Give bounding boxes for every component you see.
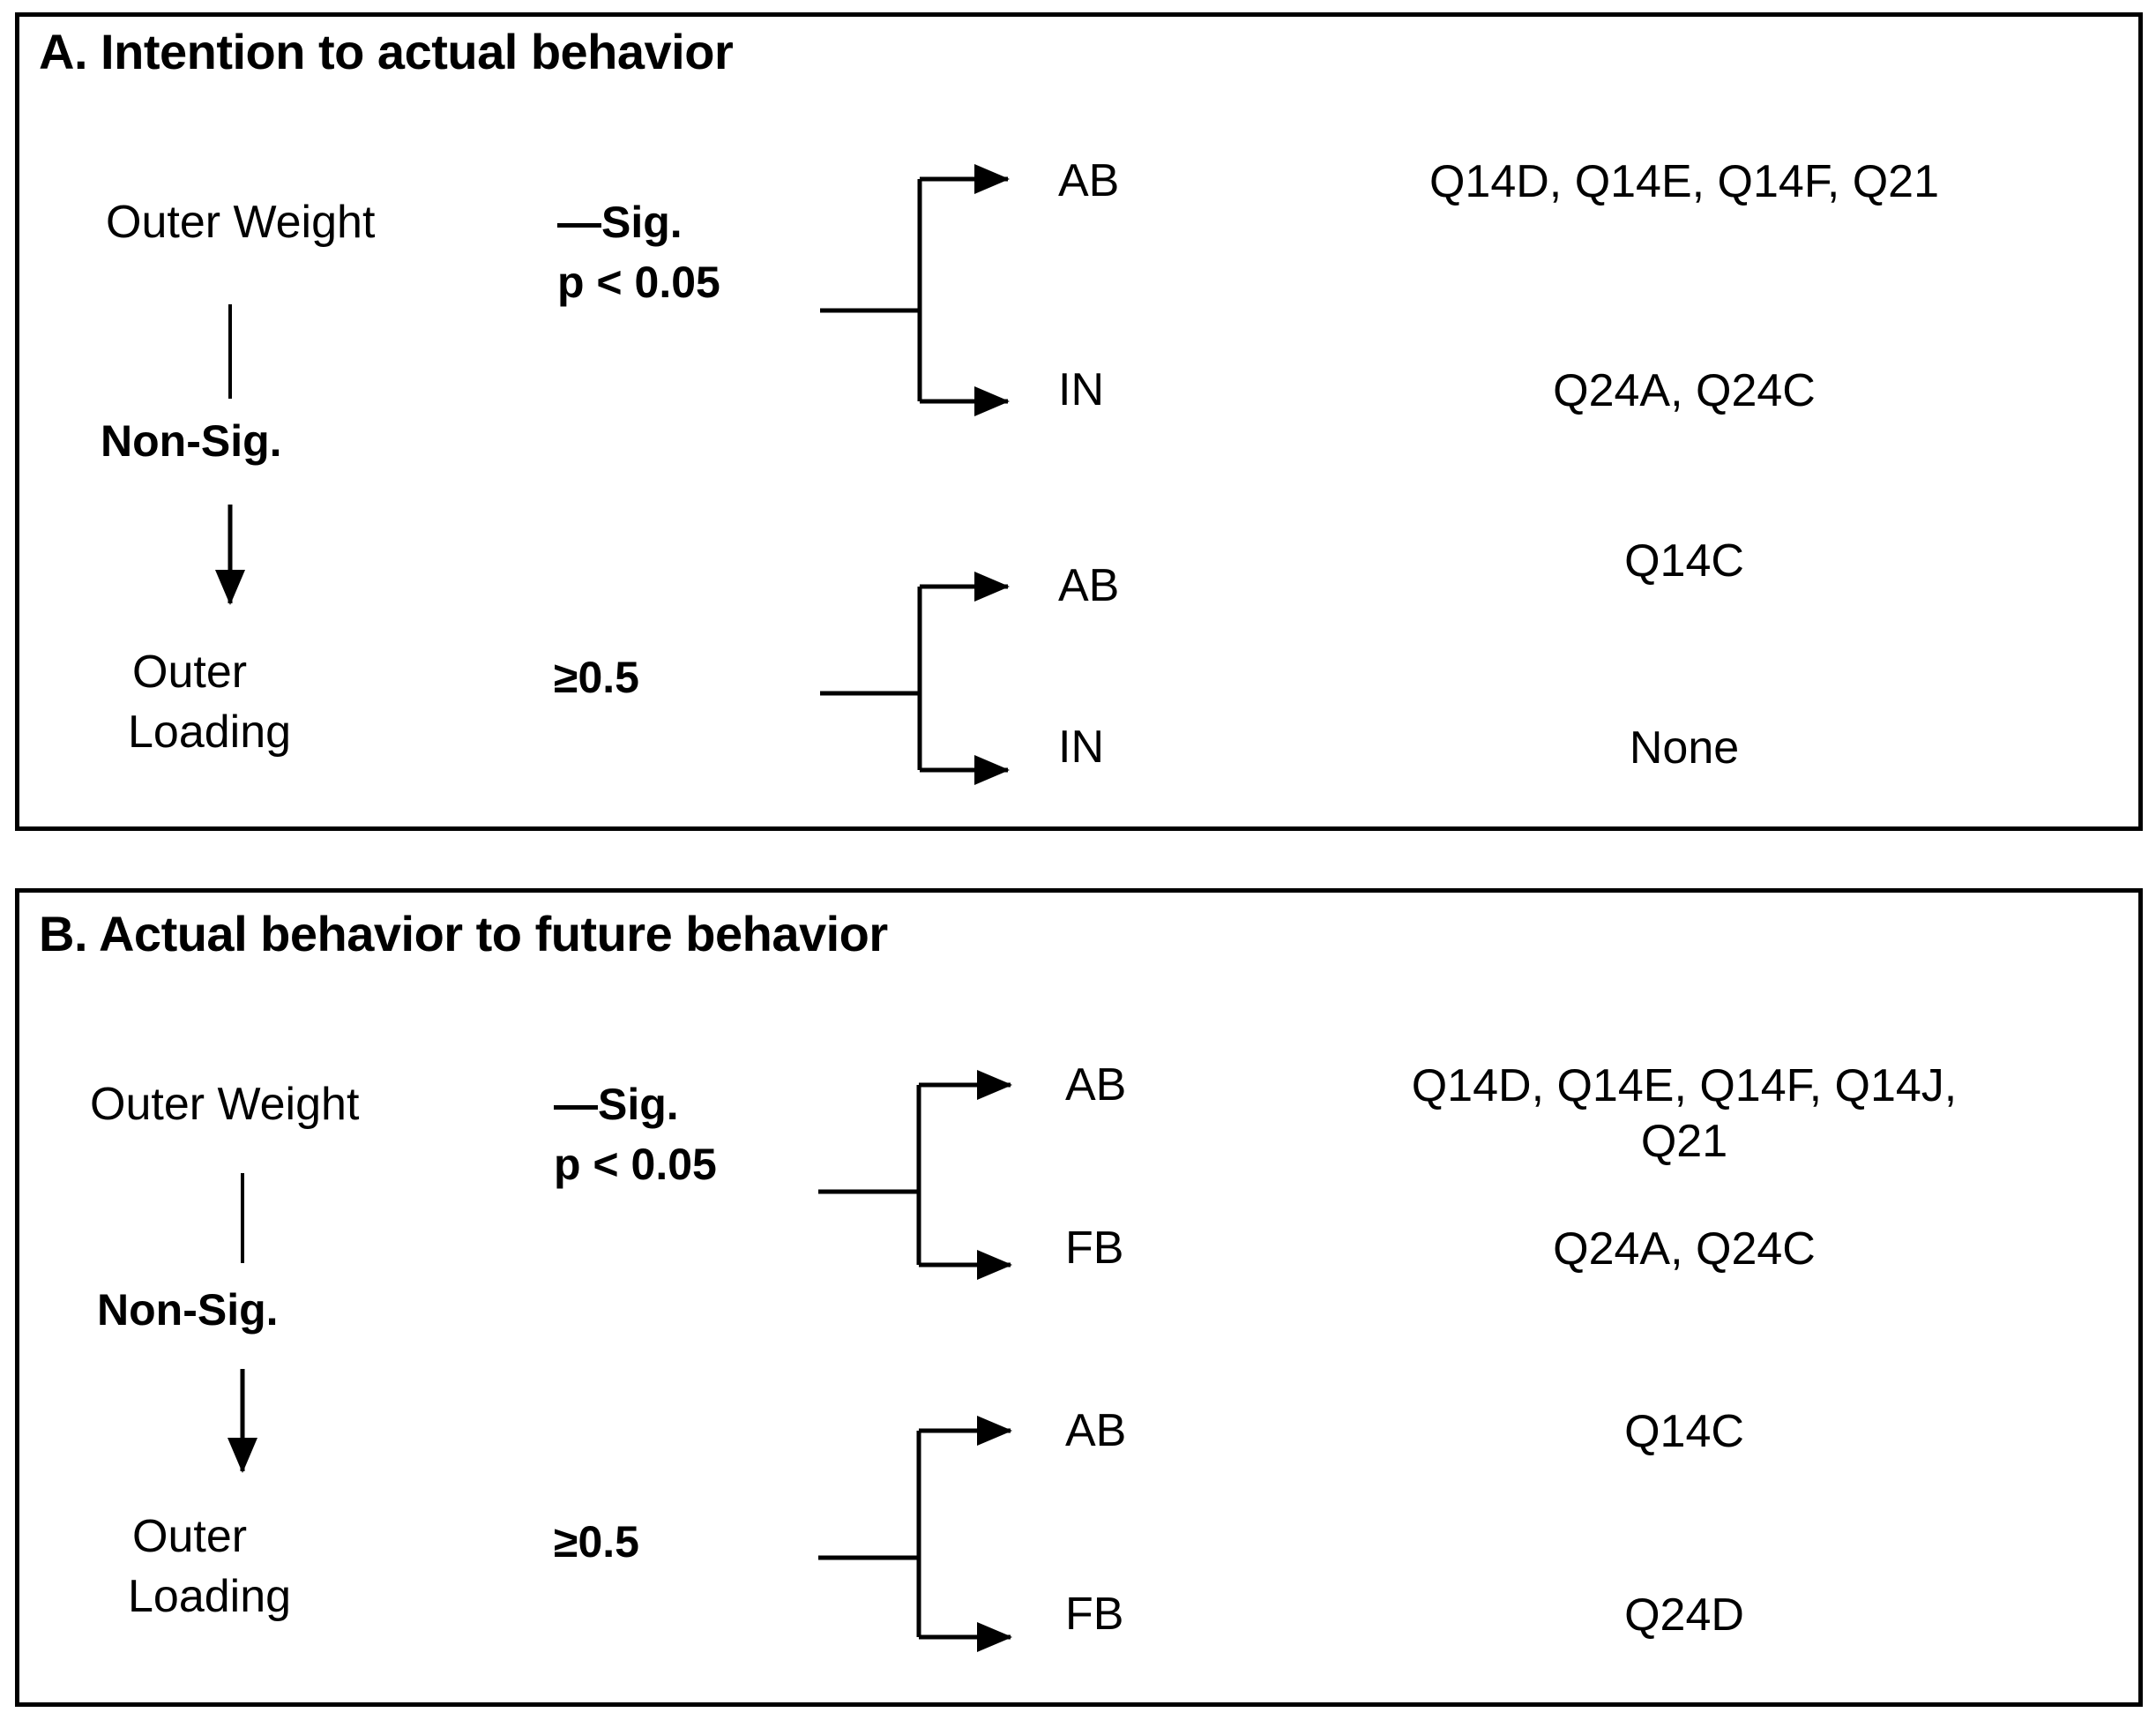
panel-a-criterion-sig-line1: —Sig. bbox=[557, 198, 683, 247]
panel-a-items-2: Q14C bbox=[1624, 535, 1744, 587]
panel-b-target-2: AB bbox=[1065, 1405, 1127, 1456]
panel-a-source-outer-weight: Outer Weight bbox=[106, 197, 376, 248]
panel-a-items-1: Q24A, Q24C bbox=[1553, 365, 1816, 416]
panel-b-source-outer-loading-line2: Loading bbox=[128, 1571, 292, 1622]
panel-a-criterion-sig-line2: p < 0.05 bbox=[557, 258, 720, 307]
panel-a-target-1: IN bbox=[1058, 364, 1104, 415]
panel-b-title: B. Actual behavior to future behavior bbox=[39, 906, 888, 961]
panel-a-source-outer-loading-line2: Loading bbox=[128, 707, 292, 758]
panel-a-source-outer-loading-line1: Outer bbox=[132, 647, 248, 698]
panel-b-source-outer-loading-line1: Outer bbox=[132, 1511, 248, 1562]
panel-b-items-3: Q24D bbox=[1624, 1589, 1744, 1641]
panel-b-branch-non-sig: Non-Sig. bbox=[97, 1285, 279, 1335]
panel-b-target-3: FB bbox=[1065, 1589, 1124, 1640]
panel-b-items-0-line1: Q14D, Q14E, Q14F, Q14J, bbox=[1411, 1060, 1958, 1111]
panel-a-items-3: None bbox=[1629, 722, 1740, 774]
panel-a-target-0: AB bbox=[1058, 155, 1120, 206]
panel-b-target-0: AB bbox=[1065, 1059, 1127, 1111]
panel-a-title: A. Intention to actual behavior bbox=[39, 24, 734, 79]
panel-a-target-3: IN bbox=[1058, 722, 1104, 773]
panel-a-container bbox=[15, 12, 2143, 831]
panel-b-criterion-sig-line2: p < 0.05 bbox=[554, 1140, 717, 1189]
panel-a-branch-non-sig: Non-Sig. bbox=[101, 416, 282, 466]
panel-b-items-2: Q14C bbox=[1624, 1406, 1744, 1457]
panel-b-container bbox=[15, 888, 2143, 1707]
panel-b-source-outer-weight: Outer Weight bbox=[90, 1079, 360, 1130]
panel-b-target-1: FB bbox=[1065, 1223, 1124, 1274]
panel-a-items-0: Q14D, Q14E, Q14F, Q21 bbox=[1429, 156, 1940, 207]
panel-b-criterion-loading: ≥0.5 bbox=[554, 1517, 639, 1567]
panel-a-criterion-loading: ≥0.5 bbox=[554, 653, 639, 702]
panel-b-criterion-sig-line1: —Sig. bbox=[554, 1080, 679, 1129]
panel-b-items-0-line2: Q21 bbox=[1640, 1116, 1728, 1168]
panel-b-items-1: Q24A, Q24C bbox=[1553, 1223, 1816, 1275]
panel-a-target-2: AB bbox=[1058, 560, 1120, 611]
